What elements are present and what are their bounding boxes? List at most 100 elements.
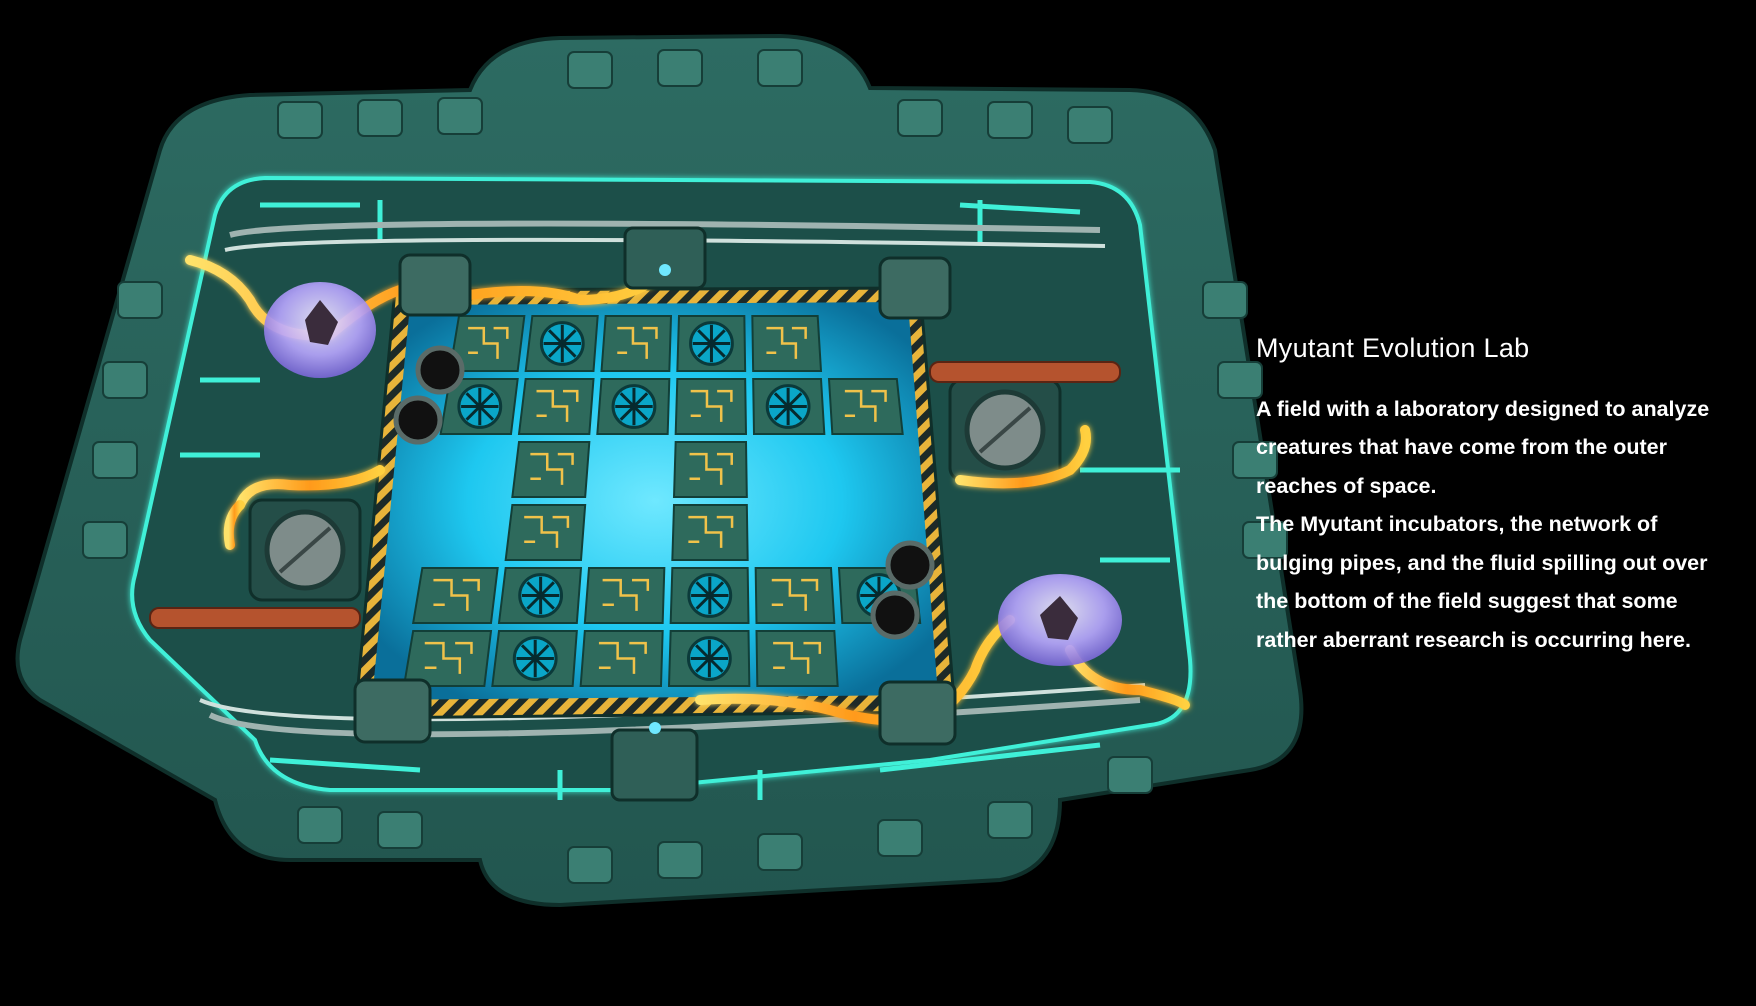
frame-panel-slot (657, 841, 703, 879)
fan-blade (877, 581, 894, 597)
fan-blade (864, 594, 881, 610)
frame-panel-slot (92, 441, 138, 479)
circuit-trace (688, 515, 734, 548)
frame-panel-slot (102, 361, 148, 399)
frame-panel-slot (1202, 281, 1248, 319)
frame-panel-slot (757, 49, 803, 87)
circuit-trace (602, 578, 650, 611)
gate-bottom (610, 722, 699, 802)
frame-panel-slot (277, 101, 323, 139)
fan-blade (695, 594, 711, 610)
field-description-line: The Myutant incubators, the network of (1256, 512, 1658, 537)
fan-blade (465, 392, 481, 408)
circuit-trace (536, 389, 579, 422)
fan-blade (695, 644, 711, 660)
fan-blade (773, 392, 790, 408)
fan-blade (539, 581, 555, 597)
circuit-trace (689, 452, 733, 485)
circuit-trace (617, 326, 658, 359)
neon-floor-grid (180, 200, 1180, 800)
circuit-trace (598, 641, 647, 674)
fan-blade (697, 342, 713, 358)
fan-blade (534, 657, 550, 673)
speakers-left (393, 345, 465, 445)
fan-blade (710, 342, 726, 358)
fan-blade (632, 392, 649, 408)
frame-panel-slot (1232, 441, 1278, 479)
field-description-line: bulging pipes, and the fluid spilling ou… (1256, 550, 1708, 575)
frame-panel-slot (757, 833, 803, 871)
field-title: Myutant Evolution Lab (1256, 333, 1530, 363)
fan-blade (526, 594, 542, 610)
field-description: A field with a laboratory designed to an… (1256, 390, 1754, 660)
fan-blade (632, 405, 649, 421)
frame-panel-slots (82, 49, 1288, 884)
fan-blade (619, 392, 636, 408)
fan-blade (710, 329, 726, 345)
speakers-right (870, 540, 935, 640)
fan-blade (773, 405, 790, 421)
fan-blade (539, 594, 555, 610)
field-description-line: A field with a laboratory designed to an… (1256, 396, 1710, 421)
copper-pipe-left (149, 607, 361, 629)
field-description-line: reaches of space. (1256, 473, 1437, 498)
frame-panel-slot (437, 97, 483, 135)
frame-panel-slot (1107, 756, 1153, 794)
fan-blade (787, 392, 803, 408)
fan-blade (708, 594, 725, 610)
field-info-panel: Myutant Evolution Lab A field with a lab… (1256, 333, 1754, 660)
field-description-line: creatures that have come from the outer (1256, 435, 1668, 460)
hatch-left (248, 498, 362, 602)
circuit-trace (690, 389, 733, 422)
gate-top (623, 226, 707, 290)
frame-panel-slot (987, 101, 1033, 139)
machine-bottom-left (353, 678, 432, 744)
circuit-trace (530, 452, 574, 485)
fan-blade (534, 644, 550, 660)
neon-line (269, 757, 421, 773)
fan-blade (561, 329, 577, 345)
board-grid (402, 315, 922, 687)
machine-top-left (398, 253, 472, 317)
frame-panel-slot (987, 801, 1033, 839)
floor-pipes-upper (229, 220, 1101, 238)
fan-blade (864, 581, 881, 597)
frame-panel-slot (1217, 361, 1263, 399)
circuit-trace (433, 578, 480, 611)
frame-panel-slot (1242, 521, 1288, 559)
fan-blade (619, 405, 636, 421)
circuit-trace (424, 641, 473, 674)
fan-blade (478, 405, 495, 421)
myutant-incubator-left (264, 282, 376, 378)
fan-blade (695, 581, 711, 597)
frame-panel-slot (357, 99, 403, 137)
fan-blade (548, 329, 564, 345)
fan-blade (708, 581, 725, 597)
fan-blade (526, 581, 542, 597)
circuit-trace (773, 641, 822, 674)
copper-pipe-right (929, 361, 1121, 383)
frame-panel-slot (897, 99, 943, 137)
floor-pipes-upper-2 (224, 237, 1106, 252)
fan-blade (465, 405, 481, 421)
frame-panel-slot (877, 819, 923, 857)
frame-panel-slot (377, 811, 423, 849)
fan-blade (548, 342, 564, 358)
fan-blade (561, 342, 577, 358)
frame-panel-slot (657, 49, 703, 87)
circuit-trace (771, 578, 819, 611)
fan-blade (478, 392, 495, 408)
fan-blade (697, 329, 713, 345)
circuit-trace (468, 326, 509, 359)
circuit-trace (844, 389, 887, 422)
fan-blade (787, 405, 803, 421)
field-description-line: rather aberrant research is occurring he… (1256, 627, 1691, 652)
frame-panel-slot (117, 281, 163, 319)
frame-panel-slot (1067, 106, 1113, 144)
fan-blade (695, 657, 711, 673)
fan-blade (708, 657, 724, 673)
frame-panel-slot (567, 846, 613, 884)
neon-line (879, 742, 1101, 773)
